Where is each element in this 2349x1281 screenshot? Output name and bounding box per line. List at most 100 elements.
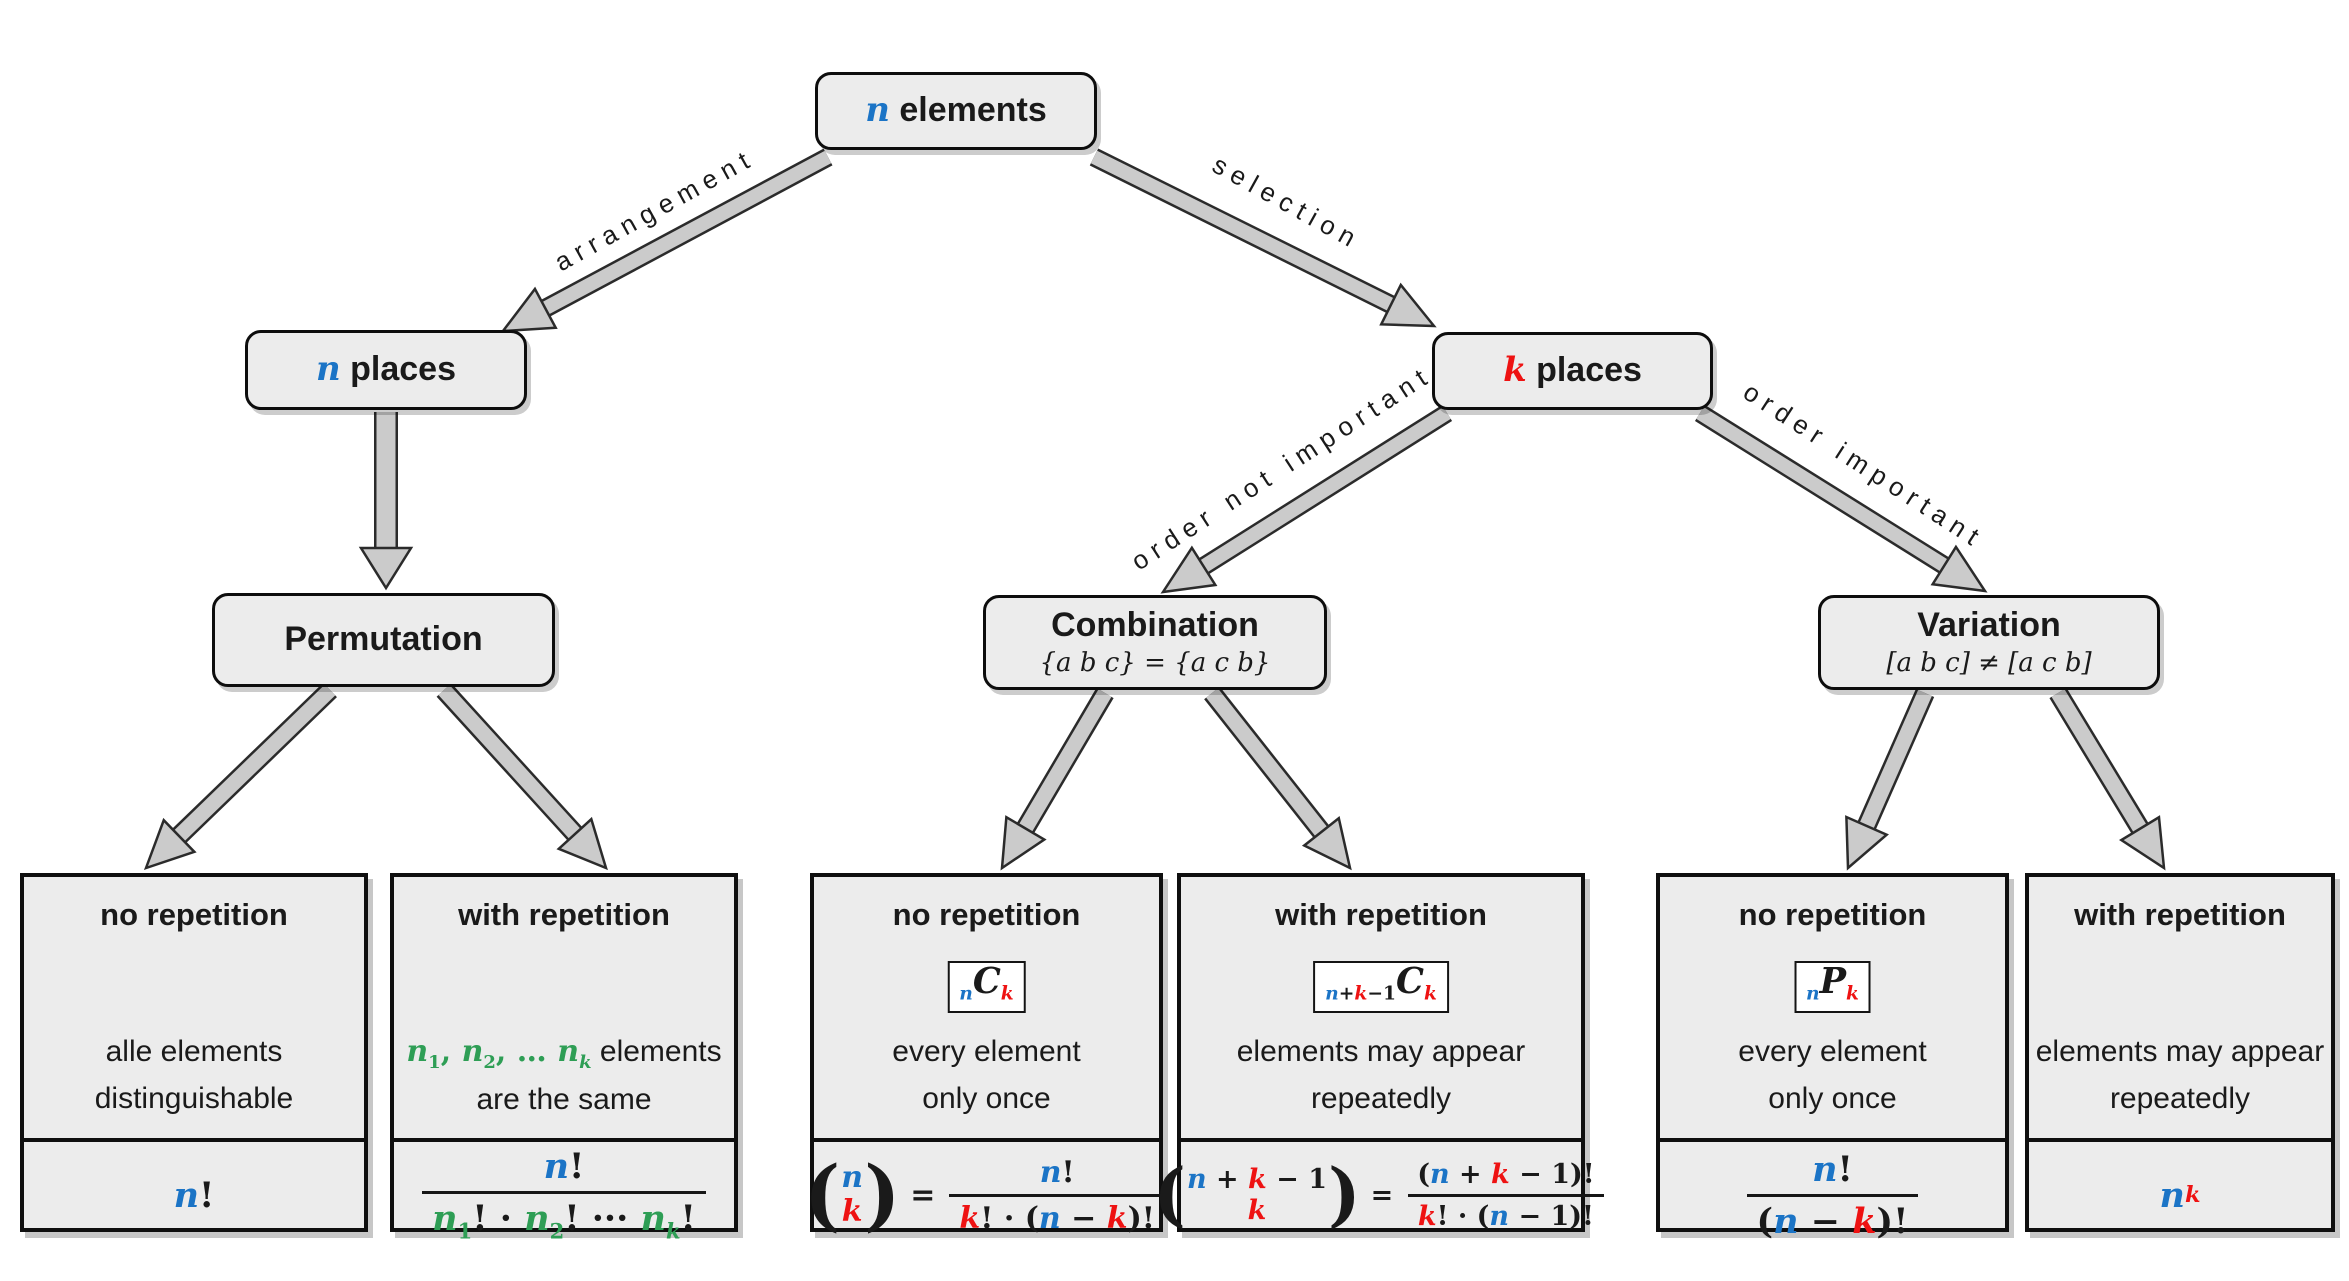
description-line: elements may appear bbox=[2035, 1035, 2325, 1068]
denominator: k! · (n − 1)! bbox=[1407, 1193, 1604, 1232]
leaf-title: no repetition bbox=[1738, 897, 1927, 932]
denominator: n1! · n2! ··· nk! bbox=[422, 1191, 706, 1244]
right-paren: ) bbox=[1327, 1152, 1361, 1236]
symbol-badge-nPk: nPk bbox=[1794, 961, 1871, 1013]
arrow-permutation-to-no-rep bbox=[143, 682, 337, 871]
description-line: repeatedly bbox=[1310, 1081, 1452, 1115]
left-paren: ( bbox=[804, 1148, 841, 1241]
arrow-n-places-to-permutation bbox=[358, 412, 414, 591]
arrow-combination-to-with-rep bbox=[1204, 686, 1352, 871]
node-variation-subtitle: [a b c] ≠ [a c b] bbox=[1886, 648, 2092, 679]
symbol-badge-nCk: nCk bbox=[947, 961, 1026, 1013]
formula-binomial-coefficient: ( n k ) = n! k! · (n − k)! bbox=[804, 1155, 1169, 1236]
leaf-combination-no-repetition: no repetition nCk every element only onc… bbox=[804, 873, 1165, 1236]
leaf-description: n1, n2, … nk elements are the same bbox=[394, 1029, 734, 1124]
leaf-description: elements may appear repeatedly bbox=[2029, 1029, 2331, 1122]
denominator: (n − k)! bbox=[1746, 1193, 1919, 1242]
leaf-formula-section: ( n k ) = n! k! · (n − k)! bbox=[804, 1138, 1165, 1248]
formula-multiset-coefficient: ( n + k − 1 k ) = (n + k − 1)! k! · (n −… bbox=[1153, 1159, 1608, 1232]
node-combination: Combination {a b c} = {a c b} bbox=[983, 595, 1327, 690]
leaf-description-section: no repetition nCk every element only onc… bbox=[814, 897, 1159, 1138]
arrow-variation-to-with-rep bbox=[2049, 687, 2166, 871]
node-combination-subtitle: {a b c} = {a c b} bbox=[1039, 648, 1271, 679]
equals-sign: = bbox=[1370, 1179, 1394, 1211]
leaf-variation-no-repetition: no repetition nPk every element only onc… bbox=[1656, 873, 2009, 1242]
leaf-description: every element only once bbox=[814, 1029, 1159, 1122]
leaf-description-section: with repetition n1, n2, … nk elements ar… bbox=[394, 897, 734, 1138]
node-n-places: n places bbox=[245, 330, 527, 410]
node-k-places-title: k places bbox=[1503, 350, 1642, 391]
numerator: n! bbox=[543, 1146, 585, 1188]
fraction: n! n1! · n2! ··· nk! bbox=[422, 1146, 706, 1244]
node-variation: Variation [a b c] ≠ [a c b] bbox=[1818, 595, 2160, 690]
binomial-top: n + k − 1 bbox=[1186, 1163, 1327, 1195]
leaf-title: with repetition bbox=[1275, 897, 1487, 932]
symbol-badge-n+k-1Ck: n+k−1Ck bbox=[1313, 961, 1449, 1013]
node-k-places: k places bbox=[1432, 332, 1713, 410]
arrow-variation-to-no-rep bbox=[1845, 688, 1935, 871]
description-line: distinguishable bbox=[94, 1081, 294, 1115]
binomial-top: n bbox=[841, 1159, 864, 1195]
fraction: n! (n − k)! bbox=[1746, 1148, 1919, 1242]
leaf-title: with repetition bbox=[2074, 897, 2286, 932]
binomial-stack: n k bbox=[841, 1159, 864, 1230]
leaf-variation-with-repetition: with repetition elements may appear repe… bbox=[2025, 873, 2335, 1232]
arrow-k-places-to-variation bbox=[1694, 404, 1988, 593]
leaf-description-section: no repetition alle elements distinguisha… bbox=[24, 897, 364, 1138]
numerator: n! bbox=[1039, 1154, 1075, 1190]
description-line: repeatedly bbox=[2109, 1081, 2251, 1115]
right-paren: ) bbox=[864, 1148, 901, 1241]
denominator: k! · (n − k)! bbox=[949, 1193, 1165, 1236]
formula-multinomial: n! n1! · n2! ··· nk! bbox=[418, 1146, 710, 1244]
leaf-description: elements may appear repeatedly bbox=[1181, 1029, 1581, 1122]
arrow-elements-to-n-places bbox=[500, 148, 833, 333]
arrow-permutation-to-with-rep bbox=[436, 683, 608, 871]
leaf-permutation-with-repetition: with repetition n1, n2, … nk elements ar… bbox=[390, 873, 738, 1244]
numerator: (n + k − 1)! bbox=[1417, 1158, 1595, 1190]
binomial-stack: n + k − 1 k bbox=[1187, 1164, 1327, 1226]
binomial-bottom: k bbox=[1247, 1195, 1267, 1226]
leaf-title: no repetition bbox=[892, 897, 1081, 932]
description-line: alle elements bbox=[105, 1035, 283, 1068]
formula-n-factorial: n! bbox=[173, 1174, 215, 1216]
leaf-description-section: with repetition elements may appear repe… bbox=[2029, 897, 2331, 1138]
leaf-formula-section: n! n1! · n2! ··· nk! bbox=[394, 1138, 734, 1248]
leaf-description-section: no repetition nPk every element only onc… bbox=[1660, 897, 2005, 1138]
node-combination-title: Combination bbox=[1051, 605, 1259, 644]
node-n-elements: n elements bbox=[815, 72, 1097, 150]
numerator: n! bbox=[1812, 1148, 1853, 1190]
equals-sign: = bbox=[910, 1177, 936, 1213]
description-line: every element bbox=[1738, 1035, 1927, 1068]
description-line: n1, n2, … nk elements bbox=[406, 1034, 722, 1074]
fraction: (n + k − 1)! k! · (n − 1)! bbox=[1407, 1159, 1604, 1232]
description-line: every element bbox=[892, 1035, 1081, 1068]
description-line: are the same bbox=[476, 1083, 652, 1117]
binomial-bottom: k bbox=[841, 1194, 863, 1229]
arrow-elements-to-k-places bbox=[1089, 148, 1437, 328]
leaf-title: with repetition bbox=[458, 897, 670, 932]
description-line: only once bbox=[1768, 1081, 1897, 1115]
description-line: only once bbox=[922, 1081, 1051, 1115]
left-paren: ( bbox=[1153, 1152, 1186, 1236]
leaf-combination-with-repetition: with repetition n+k−1Ck elements may app… bbox=[1153, 873, 1604, 1232]
node-permutation: Permutation bbox=[212, 593, 555, 687]
leaf-description-section: with repetition n+k−1Ck elements may app… bbox=[1181, 897, 1581, 1138]
description-line: elements may appear bbox=[1236, 1035, 1526, 1068]
leaf-formula-section: n! bbox=[24, 1138, 364, 1248]
leaf-formula-section: n! (n − k)! bbox=[1660, 1138, 2005, 1248]
leaf-title: no repetition bbox=[100, 897, 288, 932]
arrow-k-places-to-combination bbox=[1160, 404, 1453, 594]
node-variation-title: Variation bbox=[1917, 605, 2061, 644]
formula-falling-factorial: n! (n − k)! bbox=[1743, 1149, 1923, 1242]
node-n-elements-title: n elements bbox=[865, 90, 1047, 131]
leaf-permutation-no-repetition: no repetition alle elements distinguisha… bbox=[20, 873, 368, 1232]
arrow-combination-to-no-rep bbox=[1000, 687, 1114, 871]
leaf-description: alle elements distinguishable bbox=[24, 1029, 364, 1122]
leaf-formula-section: ( n + k − 1 k ) = (n + k − 1)! k! · (n −… bbox=[1153, 1138, 1604, 1248]
leaf-description: every element only once bbox=[1660, 1029, 2005, 1122]
node-n-places-title: n places bbox=[315, 349, 457, 390]
